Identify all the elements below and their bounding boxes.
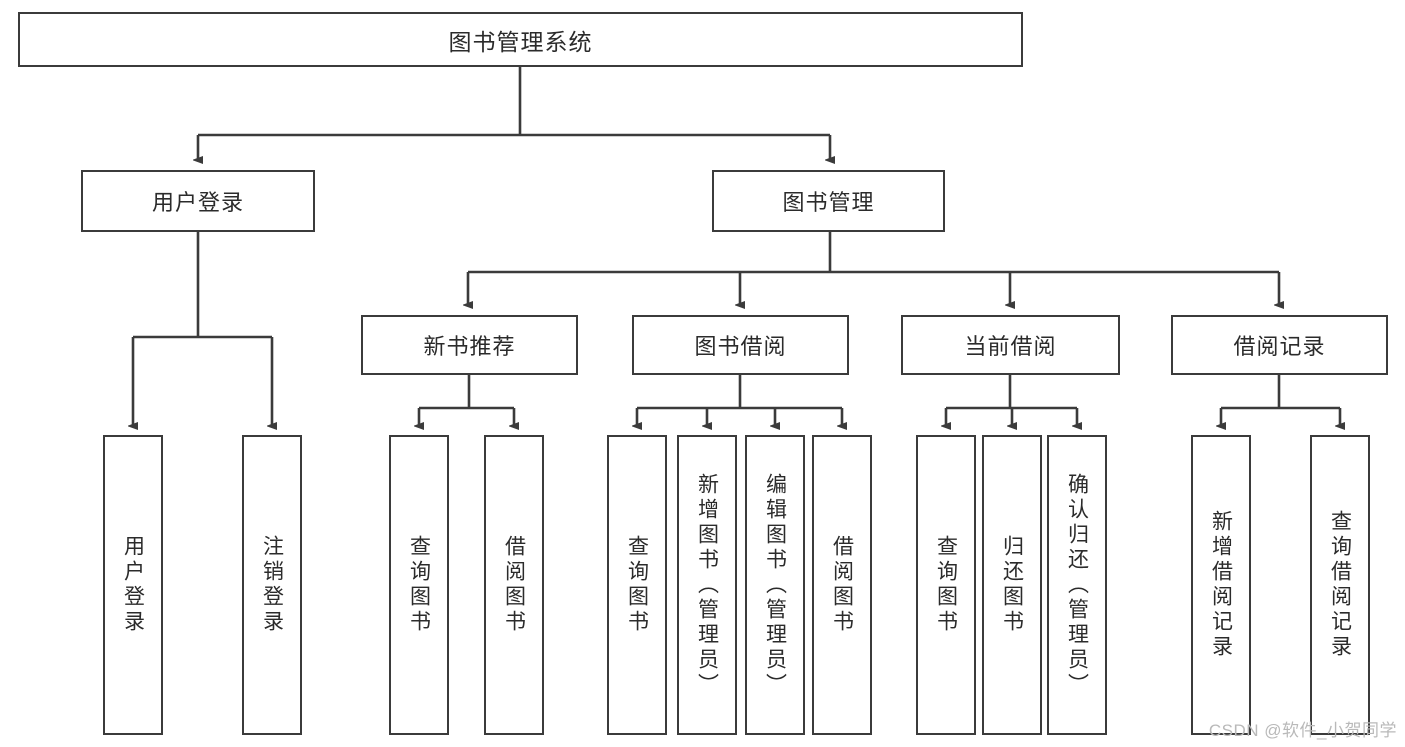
- node-root[interactable]: 图书管理系统: [18, 12, 1023, 67]
- node-leaf-add-book-admin-label: 新增图书（管理员）: [695, 472, 719, 698]
- node-leaf-user-login[interactable]: 用户登录: [103, 435, 163, 735]
- node-leaf-user-logout[interactable]: 注销登录: [242, 435, 302, 735]
- node-leaf-query-borrow-record[interactable]: 查询借阅记录: [1310, 435, 1370, 735]
- node-leaf-edit-book-admin-label: 编辑图书（管理员）: [763, 472, 787, 698]
- node-leaf-return-book-label: 归还图书: [1000, 535, 1024, 635]
- node-user-login-label: 用户登录: [151, 190, 244, 215]
- node-leaf-borrow-book-2-label: 借阅图书: [830, 535, 854, 635]
- node-leaf-borrow-book-1-label: 借阅图书: [502, 535, 526, 635]
- node-new-book-recommend[interactable]: 新书推荐: [361, 315, 578, 375]
- node-leaf-user-login-label: 用户登录: [121, 535, 145, 635]
- node-leaf-query-borrow-record-label: 查询借阅记录: [1328, 510, 1352, 660]
- node-root-label: 图书管理系统: [448, 28, 593, 55]
- node-current-borrow[interactable]: 当前借阅: [901, 315, 1120, 375]
- node-new-book-recommend-label: 新书推荐: [423, 334, 516, 359]
- node-leaf-query-book-2-label: 查询图书: [625, 535, 649, 635]
- node-user-login[interactable]: 用户登录: [81, 170, 315, 232]
- node-leaf-return-book[interactable]: 归还图书: [982, 435, 1042, 735]
- node-leaf-query-book-1[interactable]: 查询图书: [389, 435, 449, 735]
- node-leaf-borrow-book-1[interactable]: 借阅图书: [484, 435, 544, 735]
- node-leaf-user-logout-label: 注销登录: [260, 535, 284, 635]
- node-book-borrow[interactable]: 图书借阅: [632, 315, 849, 375]
- node-borrow-record-label: 借阅记录: [1233, 334, 1326, 359]
- node-leaf-query-book-2[interactable]: 查询图书: [607, 435, 667, 735]
- node-leaf-query-book-3-label: 查询图书: [934, 535, 958, 635]
- node-leaf-query-book-3[interactable]: 查询图书: [916, 435, 976, 735]
- node-leaf-confirm-return-admin[interactable]: 确认归还（管理员）: [1047, 435, 1107, 735]
- node-book-borrow-label: 图书借阅: [694, 334, 787, 359]
- node-leaf-borrow-book-2[interactable]: 借阅图书: [812, 435, 872, 735]
- node-current-borrow-label: 当前借阅: [964, 334, 1057, 359]
- watermark-text: CSDN @软件_小贺同学: [1208, 721, 1397, 740]
- node-borrow-record[interactable]: 借阅记录: [1171, 315, 1388, 375]
- node-leaf-add-borrow-record[interactable]: 新增借阅记录: [1191, 435, 1251, 735]
- node-leaf-add-borrow-record-label: 新增借阅记录: [1209, 510, 1233, 660]
- node-leaf-edit-book-admin[interactable]: 编辑图书（管理员）: [745, 435, 805, 735]
- node-leaf-add-book-admin[interactable]: 新增图书（管理员）: [677, 435, 737, 735]
- node-book-manage-label: 图书管理: [782, 190, 875, 215]
- node-leaf-query-book-1-label: 查询图书: [407, 535, 431, 635]
- node-leaf-confirm-return-admin-label: 确认归还（管理员）: [1065, 472, 1089, 698]
- node-book-manage[interactable]: 图书管理: [712, 170, 945, 232]
